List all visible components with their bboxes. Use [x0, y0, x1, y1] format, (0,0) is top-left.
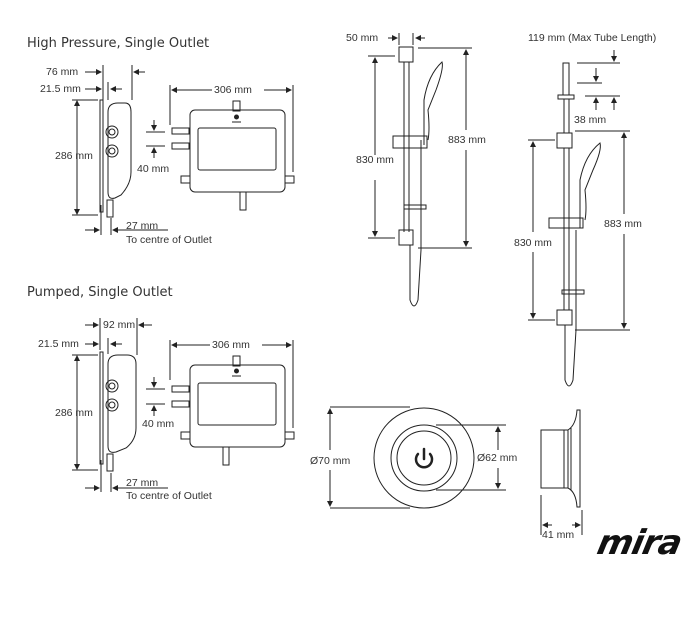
ceiling-offset-label: 38 mm — [574, 114, 607, 126]
hp-outlet-note: To centre of Outlet — [126, 234, 212, 246]
remote-front-view — [327, 406, 506, 509]
ceiling-overall-length-label: 883 mm — [604, 218, 642, 230]
hp-inlet-spacing-label: 40 mm — [137, 163, 170, 175]
rail-ceiling — [528, 50, 630, 387]
pumped-height-label: 286 mm — [55, 407, 93, 419]
rail-overall-length-label: 883 mm — [448, 134, 486, 146]
pumped-outlet-note: To centre of Outlet — [126, 490, 212, 502]
pumped-front-view — [146, 340, 295, 466]
ceiling-bracket-centres-label: 830 mm — [514, 237, 552, 249]
pumped-inlet-spacing-label: 40 mm — [142, 418, 175, 430]
remote-side-view — [540, 409, 583, 535]
hp-height-label: 286 mm — [55, 150, 93, 162]
pumped-depth-total-label: 92 mm — [103, 319, 136, 331]
remote-inner-diameter-label: Ø62 mm — [477, 452, 518, 464]
rail-bracket-width-label: 50 mm — [346, 32, 379, 44]
rail-bracket-centres-label: 830 mm — [356, 154, 394, 166]
pumped-outlet-offset-label: 27 mm — [126, 477, 159, 489]
rail-standard — [368, 33, 472, 307]
hp-side-view — [72, 65, 168, 235]
power-icon — [414, 447, 434, 469]
hp-outlet-offset-label: 27 mm — [126, 220, 159, 232]
section-title-pumped: Pumped, Single Outlet — [27, 285, 173, 300]
section-title-high-pressure: High Pressure, Single Outlet — [27, 36, 210, 51]
pumped-depth-plate-label: 21.5 mm — [38, 338, 79, 350]
ceiling-tube-note: 119 mm (Max Tube Length) — [528, 32, 657, 44]
hp-front-view — [146, 85, 295, 211]
hp-width-label: 306 mm — [214, 84, 252, 96]
hp-depth-plate-label: 21.5 mm — [40, 83, 81, 95]
pumped-side-view — [72, 318, 168, 492]
pumped-width-label: 306 mm — [212, 339, 250, 351]
hp-depth-total-label: 76 mm — [46, 66, 79, 78]
remote-depth-label: 41 mm — [542, 529, 575, 541]
remote-outer-diameter-label: Ø70 mm — [310, 455, 351, 467]
mira-logo: mira — [593, 523, 686, 563]
